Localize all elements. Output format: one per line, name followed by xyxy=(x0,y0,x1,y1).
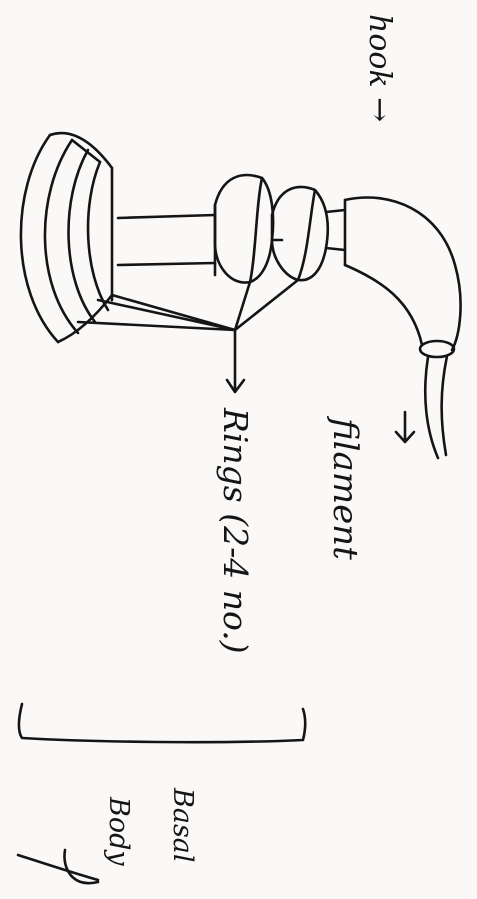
rings-label: Rings (2-4 no.) xyxy=(219,408,252,654)
hook-label: hook → xyxy=(364,14,394,122)
filament xyxy=(425,356,447,458)
basal-body-label-line1: Basal xyxy=(169,788,196,863)
ring-2 xyxy=(272,187,328,280)
basal-body-bracket xyxy=(19,704,305,742)
basal-body-flourish xyxy=(18,850,98,883)
basal-body-label-line2: Body xyxy=(105,797,132,866)
shaft xyxy=(118,205,215,275)
base-disc xyxy=(21,133,112,342)
hook xyxy=(326,198,461,357)
filament-label: filament xyxy=(328,418,362,560)
filament-arrow xyxy=(396,412,414,442)
